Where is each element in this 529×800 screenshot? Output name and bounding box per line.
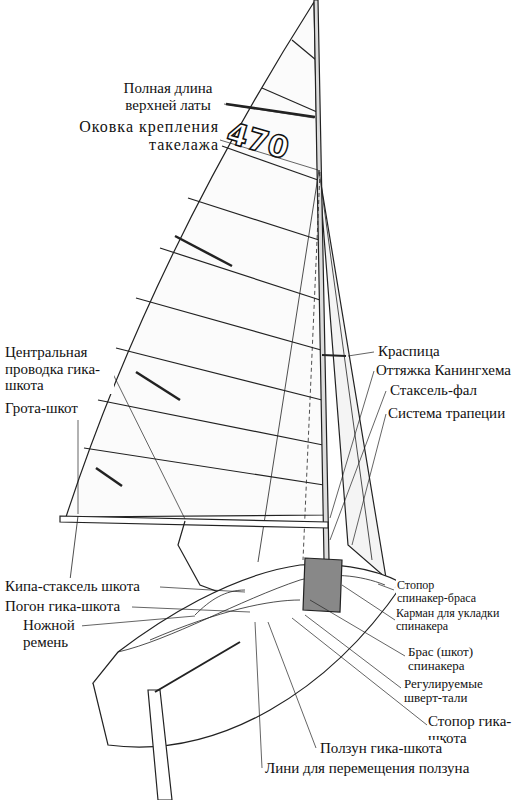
batten (175, 236, 232, 266)
part-label: Лини для перемещения ползуна (264, 760, 470, 777)
batten (136, 372, 180, 400)
part-label: Система трапеции (387, 405, 525, 422)
spreader (322, 355, 346, 356)
leader-line (330, 371, 374, 518)
main-sheet (70, 516, 78, 580)
sail-seam (262, 88, 317, 112)
leader-line (352, 414, 386, 545)
part-label: Грота-шкот (4, 400, 79, 417)
sail-seam (116, 348, 322, 400)
trapeze-wire (303, 172, 320, 560)
part-label: Стаксель-фал (389, 382, 478, 399)
leader-line (132, 607, 250, 612)
sail-seam (136, 298, 321, 350)
leader-line (112, 372, 185, 519)
sail-seam (98, 400, 323, 445)
leader-line (305, 615, 401, 688)
leader-line (224, 104, 314, 118)
traveller (150, 600, 300, 640)
part-label: Ножной ремень (22, 617, 82, 650)
part-label: Оттяжка Канингхема (375, 362, 525, 379)
leader-line (255, 622, 262, 768)
part-label: Центральная проводка гика-шкота (4, 344, 114, 394)
mast (314, 0, 329, 560)
leader-line (342, 585, 395, 620)
top-batten (226, 104, 315, 117)
leader-lines (78, 104, 427, 768)
leader-line (78, 420, 79, 514)
sail-seam (160, 248, 320, 300)
part-label: Погон гика-шкота (4, 598, 121, 615)
shroud (319, 170, 372, 560)
centreboard-case (303, 558, 342, 612)
part-label: Ползун гика-шкота (319, 740, 443, 757)
part-label: Карман для укладки спинакера (395, 607, 525, 633)
part-label: Стопор спинакер-браса (396, 579, 488, 605)
batten (96, 468, 122, 486)
leader-line (80, 616, 195, 626)
leader-line (268, 622, 316, 748)
part-label: Полная длина верхней латы (112, 80, 224, 113)
leader-line (378, 584, 394, 590)
part-label: Краспица (377, 343, 441, 360)
mainsail (66, 2, 325, 517)
rudder (148, 690, 172, 800)
boom (60, 516, 328, 528)
part-label: Регулируемые шверт-тали (403, 677, 515, 706)
shroud (258, 170, 319, 562)
leader-line (348, 352, 374, 356)
leader-line (160, 587, 245, 592)
leader-line (330, 391, 386, 540)
hull (93, 585, 402, 747)
tiller (155, 642, 240, 692)
sail-seam (84, 448, 324, 485)
part-label: Брас (шкот) спинакера (407, 645, 499, 674)
part-label: Оковка крепления такелажа (4, 118, 220, 153)
sail-seam (292, 40, 316, 60)
leader-line (310, 600, 405, 656)
sail-seam (188, 198, 319, 240)
part-label: Кипа-стаксель шкота (4, 578, 141, 595)
